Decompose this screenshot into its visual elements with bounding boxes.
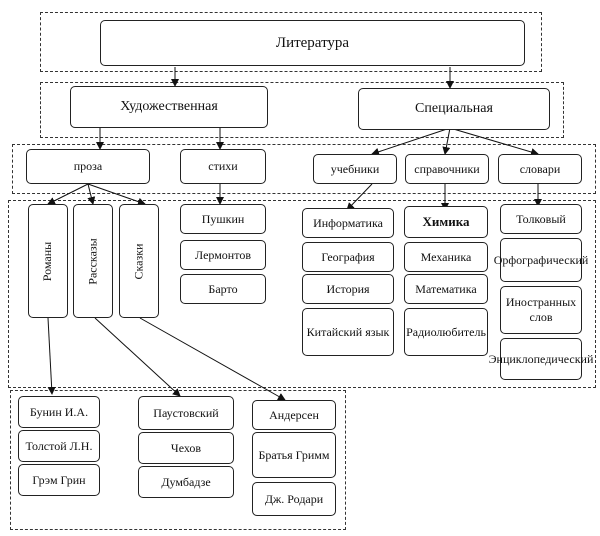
textbook-item: История	[302, 274, 394, 304]
dictionary-item: Толковый	[500, 204, 582, 234]
branch-special: Специальная	[358, 88, 550, 130]
dictionary-item: Энциклопедический	[489, 338, 593, 380]
textbook-item: Информатика	[302, 208, 394, 238]
author-item: Думбадзе	[138, 466, 234, 498]
dictionary-item: Иностранных слов	[500, 286, 582, 334]
author-item: Дж. Родари	[252, 482, 336, 516]
author-item: Бунин И.А.	[18, 396, 100, 428]
genre-tales-label: Сказки	[131, 243, 146, 279]
frame-level-branches	[40, 82, 564, 138]
genre-stories: Рассказы	[73, 204, 113, 318]
genre-novels: Романы	[28, 204, 68, 318]
category-reference: справочники	[405, 154, 489, 184]
dictionary-item: Орфографический	[494, 238, 588, 282]
author-item: Грэм Грин	[18, 464, 100, 496]
frame-level-categories	[12, 144, 596, 194]
genre-novels-label: Романы	[40, 241, 55, 281]
author-item: Чехов	[138, 432, 234, 464]
frame-level-root	[40, 12, 542, 72]
author-item: Толстой Л.Н.	[18, 430, 100, 462]
textbook-item: География	[302, 242, 394, 272]
author-item: Братья Гримм	[252, 432, 336, 478]
genre-tales: Сказки	[119, 204, 159, 318]
reference-item: Механика	[404, 242, 488, 272]
reference-item: Химика	[404, 206, 488, 238]
branch-fiction: Художественная	[70, 86, 268, 128]
frame-level-items	[8, 200, 596, 388]
category-textbooks: учебники	[313, 154, 397, 184]
poet-item: Барто	[180, 274, 266, 304]
category-dictionaries: словари	[498, 154, 582, 184]
author-item: Андерсен	[252, 400, 336, 430]
author-item: Паустовский	[138, 396, 234, 430]
textbook-item: Китайский язык	[302, 308, 394, 356]
genre-stories-label: Рассказы	[85, 237, 100, 285]
reference-item: Математика	[404, 274, 488, 304]
category-prose: проза	[26, 149, 150, 184]
poet-item: Пушкин	[180, 204, 266, 234]
reference-item: Радиолюбитель	[404, 308, 488, 356]
root-node: Литература	[100, 20, 525, 66]
category-poems: стихи	[180, 149, 266, 184]
poet-item: Лермонтов	[180, 240, 266, 270]
